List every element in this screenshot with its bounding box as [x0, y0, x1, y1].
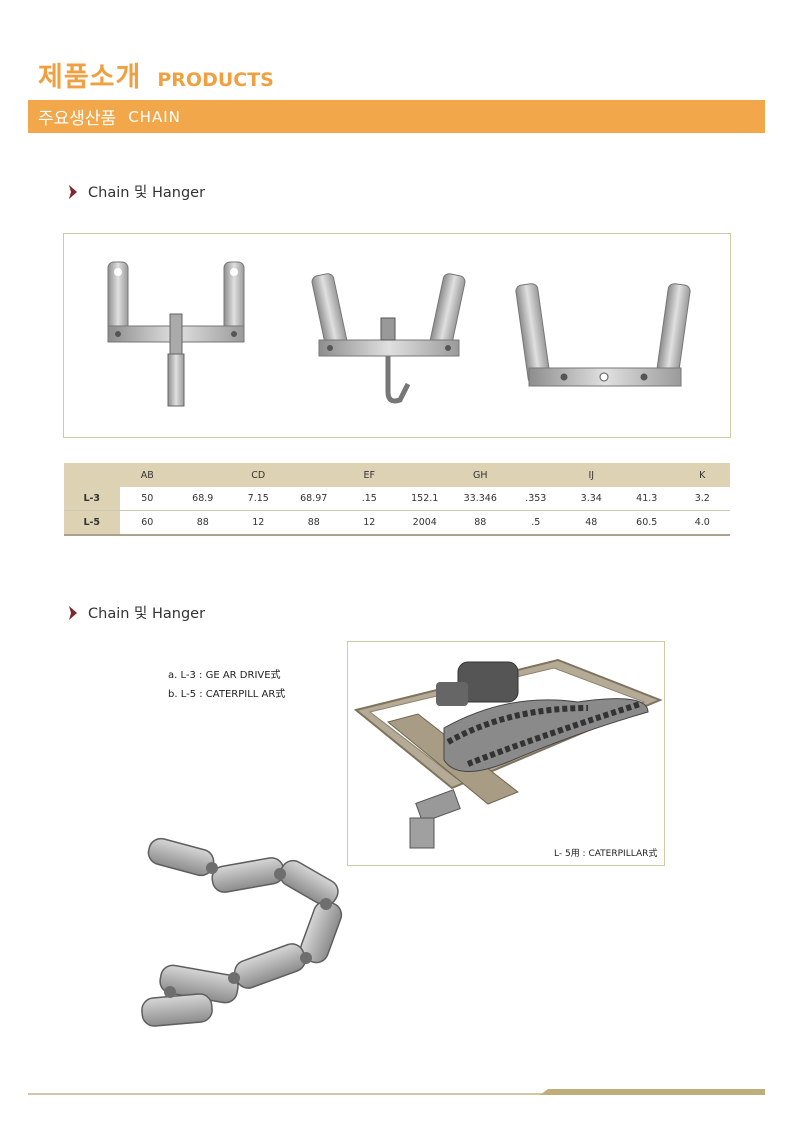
spec-table: AB CD EF GH IJ K L-3 50 68.9 7.15 68.97 … — [64, 463, 730, 536]
table-cell: 12 — [230, 510, 286, 536]
section-heading-1-text: Chain 및 Hanger — [88, 185, 206, 201]
spec-col-header — [64, 463, 120, 487]
spec-col-header: EF — [341, 463, 397, 487]
note-line-2: b. L-5 : CATERPILL AR式 — [168, 689, 286, 700]
hanger-2-image — [311, 273, 466, 404]
section-heading-2: Chain 및 Hanger — [68, 602, 205, 623]
spec-col-header: CD — [230, 463, 286, 487]
table-cell: 33.346 — [452, 487, 508, 511]
table-cell: 68.97 — [286, 487, 342, 511]
table-cell: 68.9 — [175, 487, 231, 511]
spec-col-header: IJ — [563, 463, 619, 487]
banner-title-ko: 주요생산품 — [38, 109, 117, 129]
spec-col-header — [397, 463, 453, 487]
table-cell: .353 — [508, 487, 564, 511]
table-cell: 152.1 — [397, 487, 453, 511]
hanger-photo-panel — [63, 233, 731, 438]
table-cell: 41.3 — [619, 487, 675, 511]
photo-caption: L- 5用 : CATERPILLAR式 — [554, 849, 658, 859]
spec-col-header: AB — [119, 463, 175, 487]
hanger-photos — [107, 261, 691, 407]
table-cell: .15 — [341, 487, 397, 511]
table-cell: .5 — [508, 510, 564, 536]
table-row: L-3 50 68.9 7.15 68.97 .15 152.1 33.346 … — [64, 487, 730, 511]
page-title-ko: 제품소개 — [38, 62, 142, 93]
caterpillar-drive-photo — [347, 641, 665, 866]
section-heading-2-text: Chain 및 Hanger — [88, 606, 206, 622]
spec-table-header-row: AB CD EF GH IJ K — [64, 463, 730, 487]
spec-col-header: K — [674, 463, 730, 487]
hanger-3-image — [515, 283, 691, 387]
chevron-right-icon — [69, 605, 77, 620]
table-cell: 88 — [286, 510, 342, 536]
table-cell: 3.34 — [563, 487, 619, 511]
table-cell: 60 — [119, 510, 175, 536]
row-header-cell: L-5 — [64, 510, 120, 536]
table-cell: 50 — [119, 487, 175, 511]
banner-title-en: CHAIN — [128, 107, 181, 126]
table-cell: 2004 — [397, 510, 453, 536]
page-title: 제품소개 PRODUCTS — [38, 55, 274, 95]
section-heading-1: Chain 및 Hanger — [68, 181, 205, 202]
table-cell: 88 — [452, 510, 508, 536]
spec-col-header — [286, 463, 342, 487]
spec-col-header: GH — [452, 463, 508, 487]
hanger-1-image — [107, 261, 245, 407]
category-banner: 주요생산품 CHAIN — [28, 100, 765, 133]
table-cell: 12 — [341, 510, 397, 536]
table-cell: 48 — [563, 510, 619, 536]
spec-col-header — [175, 463, 231, 487]
row-header-cell: L-3 — [64, 487, 120, 511]
footer-accent-bar — [540, 1089, 765, 1095]
footer-divider — [28, 1093, 765, 1095]
spec-col-header — [619, 463, 675, 487]
table-cell: 7.15 — [230, 487, 286, 511]
drive-notes: a. L-3 : GE AR DRIVE式 b. L-5 : CATERPILL… — [168, 666, 285, 704]
table-cell: 4.0 — [674, 510, 730, 536]
note-line-1: a. L-3 : GE AR DRIVE式 — [168, 670, 281, 681]
chevron-right-icon — [69, 184, 77, 199]
drive-unit-image — [353, 658, 663, 849]
table-cell: 3.2 — [674, 487, 730, 511]
table-cell: 88 — [175, 510, 231, 536]
table-row: L-5 60 88 12 88 12 2004 88 .5 48 60.5 4.… — [64, 510, 730, 536]
spec-col-header — [508, 463, 564, 487]
page-title-en: PRODUCTS — [157, 69, 274, 91]
table-cell: 60.5 — [619, 510, 675, 536]
chain-image — [141, 837, 343, 1027]
